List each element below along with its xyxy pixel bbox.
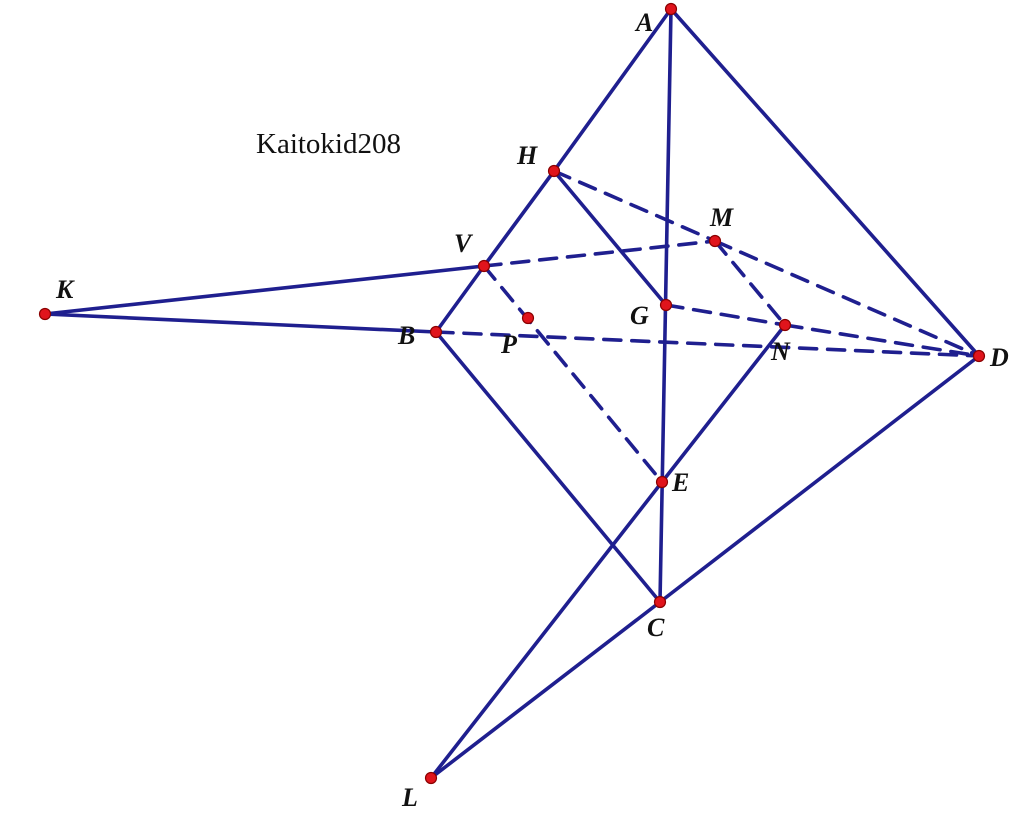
label-A: A (634, 8, 653, 37)
point-K (38, 307, 52, 321)
point-H (547, 164, 561, 178)
label-E: E (671, 468, 689, 497)
point-E (655, 475, 669, 489)
point-G (659, 298, 673, 312)
label-G: G (630, 301, 649, 330)
label-C: C (647, 613, 665, 642)
segment-KV (43, 264, 486, 316)
label-K: K (55, 275, 75, 304)
point-B (429, 325, 443, 339)
point-V (477, 259, 491, 273)
label-P: P (500, 330, 518, 359)
point-P (521, 311, 535, 325)
segment-ND (783, 323, 981, 358)
label-H: H (516, 141, 538, 170)
solid-segments (43, 7, 981, 780)
segment-MN (713, 239, 787, 327)
label-V: V (454, 229, 474, 258)
point-labels: A H M V K B P G N D E C L (55, 8, 1009, 812)
segment-KB (43, 312, 438, 334)
segment-AH (552, 7, 673, 173)
segment-VM (482, 239, 717, 268)
segment-NE (660, 323, 787, 484)
segment-MD (713, 239, 981, 358)
segment-HV (482, 169, 556, 268)
segment-EL (429, 480, 664, 780)
dashed-segments (434, 169, 981, 484)
segment-HM (552, 169, 717, 243)
segment-BC (434, 330, 662, 604)
label-M: M (709, 203, 734, 232)
label-L: L (401, 783, 418, 812)
segment-LC (429, 600, 662, 780)
label-N: N (770, 337, 791, 366)
point-A (664, 2, 678, 16)
point-L (424, 771, 438, 785)
label-D: D (989, 343, 1009, 372)
segment-GN (664, 303, 787, 327)
point-N (778, 318, 792, 332)
point-M (708, 234, 722, 248)
watermark-text: Kaitokid208 (256, 128, 401, 160)
segment-VB (434, 264, 486, 334)
label-B: B (397, 321, 415, 350)
point-C (653, 595, 667, 609)
segment-CD (658, 354, 981, 604)
segment-AD (669, 7, 981, 358)
points (38, 2, 986, 785)
segment-BD (434, 330, 981, 358)
segment-VE (482, 264, 664, 484)
segment-HG (552, 169, 668, 307)
point-D (972, 349, 986, 363)
